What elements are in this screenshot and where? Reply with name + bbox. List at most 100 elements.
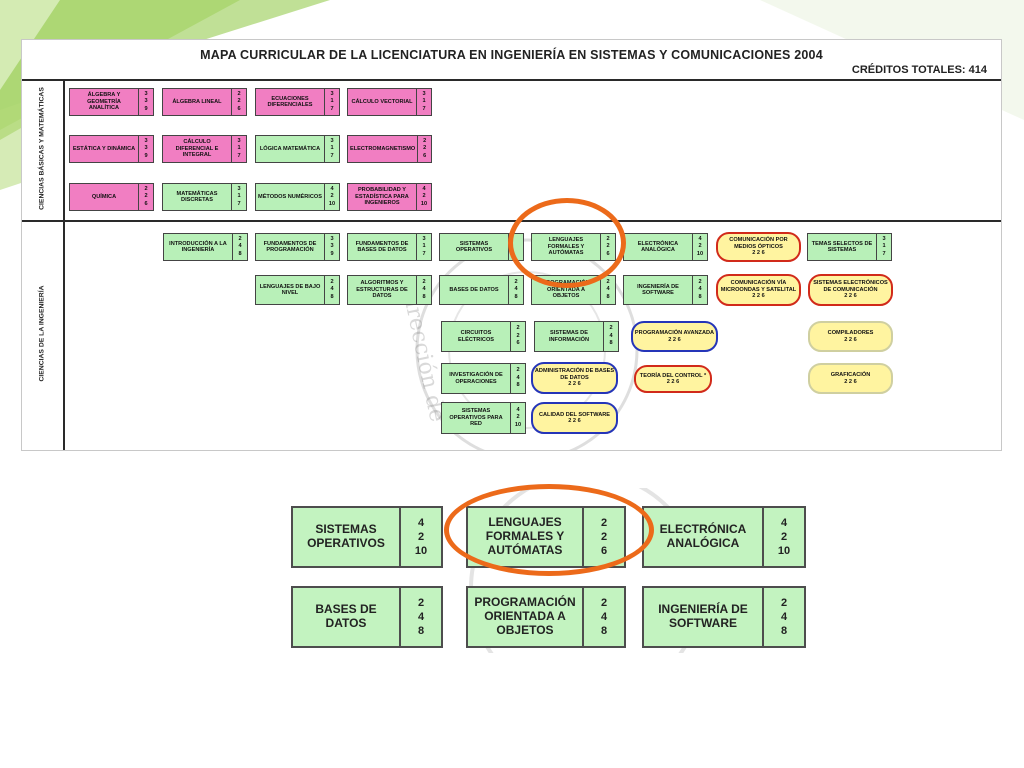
pill-name: COMUNICACIÓN POR MEDIOS ÓPTICOS [729,237,788,250]
course-name: FUNDAMENTOS DE PROGRAMACIÓN [256,234,325,260]
course-name: CÁLCULO DIFERENCIAL E INTEGRAL [163,136,232,162]
pill-name: GRAFICACIÓN [830,372,871,379]
highlight-ring [508,198,626,288]
course-name: ESTÁTICA Y DINÁMICA [70,136,139,162]
pill-credits: 2 2 6 [844,378,857,385]
elective-pill: TEORÍA DEL CONTROL * 2 2 6 [634,365,712,393]
map-title: MAPA CURRICULAR DE LA LICENCIATURA EN IN… [200,48,823,62]
elective-pill: COMUNICACIÓN VÍA MICROONDAS Y SATELITAL … [716,274,801,306]
pill-credits: 2 2 6 [568,381,581,388]
pill-credits: 2 2 6 [666,379,680,385]
course-name: SISTEMAS DE INFORMACIÓN [535,322,604,351]
course-name: PROBABILIDAD Y ESTADÍSTICA PARA INGENIER… [348,184,417,210]
pill-credits: 2 2 6 [668,336,681,343]
course-name: ALGORITMOS Y ESTRUCTURAS DE DATOS [348,276,417,304]
elective-pill: SISTEMAS ELECTRÓNICOS DE COMUNICACIÓN 2 … [808,274,893,306]
course-name: SISTEMAS OPERATIVOS [440,234,509,260]
elective-pill: CALIDAD DEL SOFTWARE 2 2 6 [531,402,618,434]
row-label: CIENCIAS BÁSICAS Y MATEMÁTICAS [38,87,46,210]
course-name: INGENIERÍA DE SOFTWARE [624,276,693,304]
pill-credits: 2 2 6 [568,418,581,424]
elective-pill: COMUNICACIÓN POR MEDIOS ÓPTICOS 2 2 6 [716,232,801,262]
course-name: ELECTRÓNICA ANALÓGICA [624,234,693,260]
course-name: ÁLGEBRA Y GEOMETRÍA ANALÍTICA [70,89,139,115]
total-credits: CRÉDITOS TOTALES: 414 [851,64,987,76]
elective-pill: GRAFICACIÓN 2 2 6 [808,363,893,394]
divider [63,80,65,450]
course-name: ÁLGEBRA LINEAL [163,89,232,115]
highlight-ring [444,484,654,576]
pill-name: TEORÍA DEL CONTROL * [639,372,707,379]
course-name: ELECTROMAGNETISMO [348,136,419,162]
curriculum-map: MAPA CURRICULAR DE LA LICENCIATURA EN IN… [21,39,1002,451]
divider [22,220,1001,222]
elective-pill: PROGRAMACIÓN AVANZADA 2 2 6 [631,321,718,352]
course-box: PROBABILIDAD Y ESTADÍSTICA PARA INGENIER… [347,183,432,211]
course-name: MATEMÁTICAS DISCRETAS [163,184,232,210]
pill-credits: 2 2 6 [844,336,857,343]
course-name: TEMAS SELECTOS DE SISTEMAS [808,234,877,260]
course-name: PROGRAMACIÓN ORIENTADA A OBJETOS [468,588,584,646]
course-name: SISTEMAS OPERATIVOS [293,508,401,566]
course-name: QUÍMICA [70,184,139,210]
course-name: ELECTRÓNICA ANALÓGICA [644,508,764,566]
pill-name: SISTEMAS ELECTRÓNICOS DE COMUNICACIÓN [813,280,888,293]
course-name: ECUACIONES DIFERENCIALES [256,89,325,115]
course-name: INTRODUCCIÓN A LA INGENIERÍA [164,234,233,260]
course-name: BASES DE DATOS [440,276,509,304]
pill-name: COMUNICACIÓN VÍA MICROONDAS Y SATELITAL [720,280,797,293]
